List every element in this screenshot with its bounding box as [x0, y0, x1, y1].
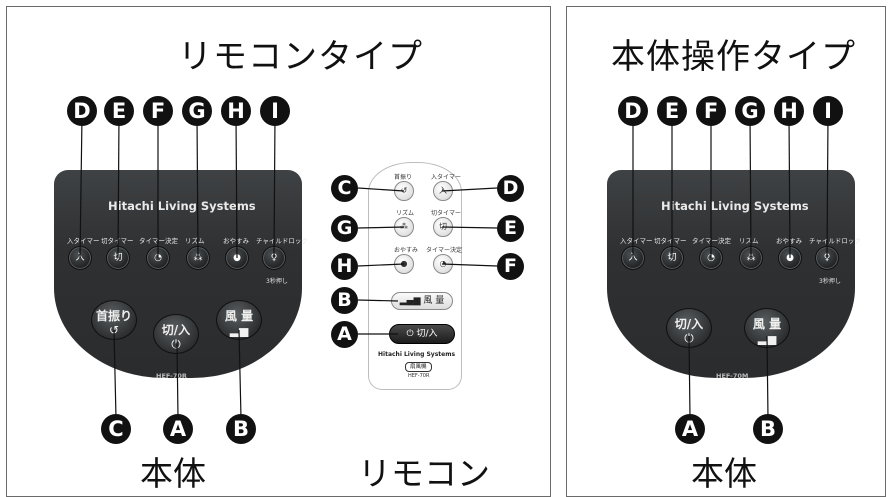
brand-text-2: Hitachi Living Systems	[661, 199, 809, 213]
marker-e-left: E	[104, 96, 134, 126]
remote-power-icon: ⏻	[406, 329, 414, 339]
marker-c-remote: C	[331, 175, 358, 202]
remote-label-rhythm: リズム	[396, 210, 415, 217]
label-on-timer-2: 入タイマー	[620, 237, 653, 245]
power-button-2[interactable]: 切/入⏻	[666, 308, 712, 348]
remote-label-swing: 首振り	[394, 174, 413, 181]
brand-text: Hitachi Living Systems	[108, 199, 256, 213]
left-panel-title: リモコンタイプ	[178, 37, 423, 77]
marker-b-remote: B	[331, 287, 358, 314]
power-icon: ⏻	[171, 337, 181, 351]
swing-icon: ↺	[108, 323, 120, 337]
off-timer-button-2[interactable]: 切	[660, 246, 684, 270]
marker-i-right: I	[813, 96, 843, 126]
remote-swing-button[interactable]: ↺	[394, 181, 414, 201]
remote-timer-set-button[interactable]: ◔	[433, 254, 453, 274]
power-icon-2: ⏻	[684, 331, 694, 345]
marker-g-remote: G	[331, 215, 358, 242]
swing-button[interactable]: 首振り↺	[91, 300, 137, 340]
label-rhythm-2: リズム	[739, 237, 759, 245]
label-off-timer-2: 切タイマー	[654, 237, 687, 245]
remote-wind-label: 風 量	[423, 296, 445, 306]
power-button[interactable]: 切/入⏻	[153, 314, 199, 354]
remote-sleep-button[interactable]: ●	[394, 254, 414, 274]
label-off-timer: 切タイマー	[101, 237, 134, 245]
remote-wind-speed-button[interactable]: ▂▄▆ 風 量	[391, 292, 453, 310]
timer-set-button[interactable]: ◔	[146, 246, 170, 270]
marker-g-left: G	[182, 96, 212, 126]
wind-label-2: 風 量	[752, 317, 782, 331]
marker-e-right: E	[657, 96, 687, 126]
wind-level-icon-2: ▂▅	[757, 331, 777, 345]
on-timer-button-2[interactable]: 入	[621, 246, 645, 270]
remote-power-label: 切/入	[416, 329, 438, 339]
rhythm-button[interactable]: ⁂	[186, 246, 210, 270]
marker-d-left: D	[67, 96, 97, 126]
label-sleep: おやすみ	[223, 237, 249, 245]
on-timer-button[interactable]: 入	[68, 246, 92, 270]
wind-label: 風 量	[224, 309, 254, 323]
marker-f-right: F	[696, 96, 726, 126]
model-number-2: HEF-70M	[716, 372, 749, 380]
label-timer-set-2: タイマー決定	[692, 237, 731, 245]
marker-h-remote: H	[331, 253, 358, 280]
marker-f-left: F	[143, 96, 173, 126]
marker-a-right: A	[675, 414, 705, 444]
off-timer-button[interactable]: 切	[106, 246, 130, 270]
rhythm-button-2[interactable]: ⁂	[739, 246, 763, 270]
child-lock-button-2[interactable]: ♀	[815, 246, 839, 270]
marker-a-remote: A	[331, 321, 358, 348]
marker-i-left: I	[260, 96, 290, 126]
remote-rhythm-button[interactable]: ⁂	[394, 217, 414, 237]
marker-g-right: G	[735, 96, 765, 126]
marker-d-right: D	[618, 96, 648, 126]
power-label: 切/入	[161, 323, 191, 337]
unit-label-right: 本体	[691, 454, 757, 493]
marker-e-remote: E	[497, 215, 524, 242]
remote-label-on-timer: 入タイマー	[431, 174, 462, 181]
remote-label-timer-set: タイマー決定	[426, 247, 463, 254]
wind-level-icon: ▂▅	[229, 323, 249, 337]
hold-3sec-note: 3秒押し	[266, 278, 288, 285]
marker-d-remote: D	[497, 175, 524, 202]
right-panel-title: 本体操作タイプ	[611, 37, 856, 77]
label-sleep-2: おやすみ	[776, 237, 802, 245]
marker-h-left: H	[221, 96, 251, 126]
remote-off-timer-button[interactable]: 切	[433, 217, 453, 237]
marker-a-unit: A	[163, 414, 193, 444]
remote-label-off-timer: 切タイマー	[431, 210, 462, 217]
remote-on-timer-button[interactable]: 入	[433, 181, 453, 201]
label-child-lock: チャイルドロック	[256, 237, 308, 245]
timer-set-button-2[interactable]: ◔	[699, 246, 723, 270]
remote-model: HEF-70R	[408, 373, 430, 379]
label-child-lock-2: チャイルドロック	[809, 237, 861, 245]
swing-label: 首振り	[95, 309, 132, 323]
wind-speed-button-2[interactable]: 風 量▂▅	[744, 308, 790, 348]
unit-label-left: 本体	[140, 454, 206, 493]
marker-f-remote: F	[497, 253, 524, 280]
remote-label-sleep: おやすみ	[394, 247, 419, 254]
fan-control-panel-body-type	[607, 170, 855, 378]
remote-tag: 扇風機	[405, 362, 432, 372]
remote-power-button[interactable]: ⏻ 切/入	[389, 324, 455, 344]
hold-3sec-note-2: 3秒押し	[819, 278, 841, 285]
sleep-button[interactable]: ●	[225, 246, 249, 270]
label-timer-set: タイマー決定	[139, 237, 178, 245]
remote-wind-level-icon: ▂▄▆	[399, 296, 424, 306]
marker-b-right: B	[753, 414, 783, 444]
power-label-2: 切/入	[674, 317, 704, 331]
child-lock-button[interactable]: ♀	[262, 246, 286, 270]
marker-c-unit: C	[101, 414, 131, 444]
label-rhythm: リズム	[185, 237, 205, 245]
sleep-button-2[interactable]: ●	[778, 246, 802, 270]
remote-brand-text: Hitachi Living Systems	[378, 351, 456, 358]
model-number: HEF-70R	[156, 372, 187, 380]
wind-speed-button[interactable]: 風 量▂▅	[216, 300, 262, 340]
marker-b-unit: B	[226, 414, 256, 444]
remote-label: リモコン	[358, 454, 490, 493]
marker-h-right: H	[774, 96, 804, 126]
label-on-timer: 入タイマー	[67, 237, 100, 245]
